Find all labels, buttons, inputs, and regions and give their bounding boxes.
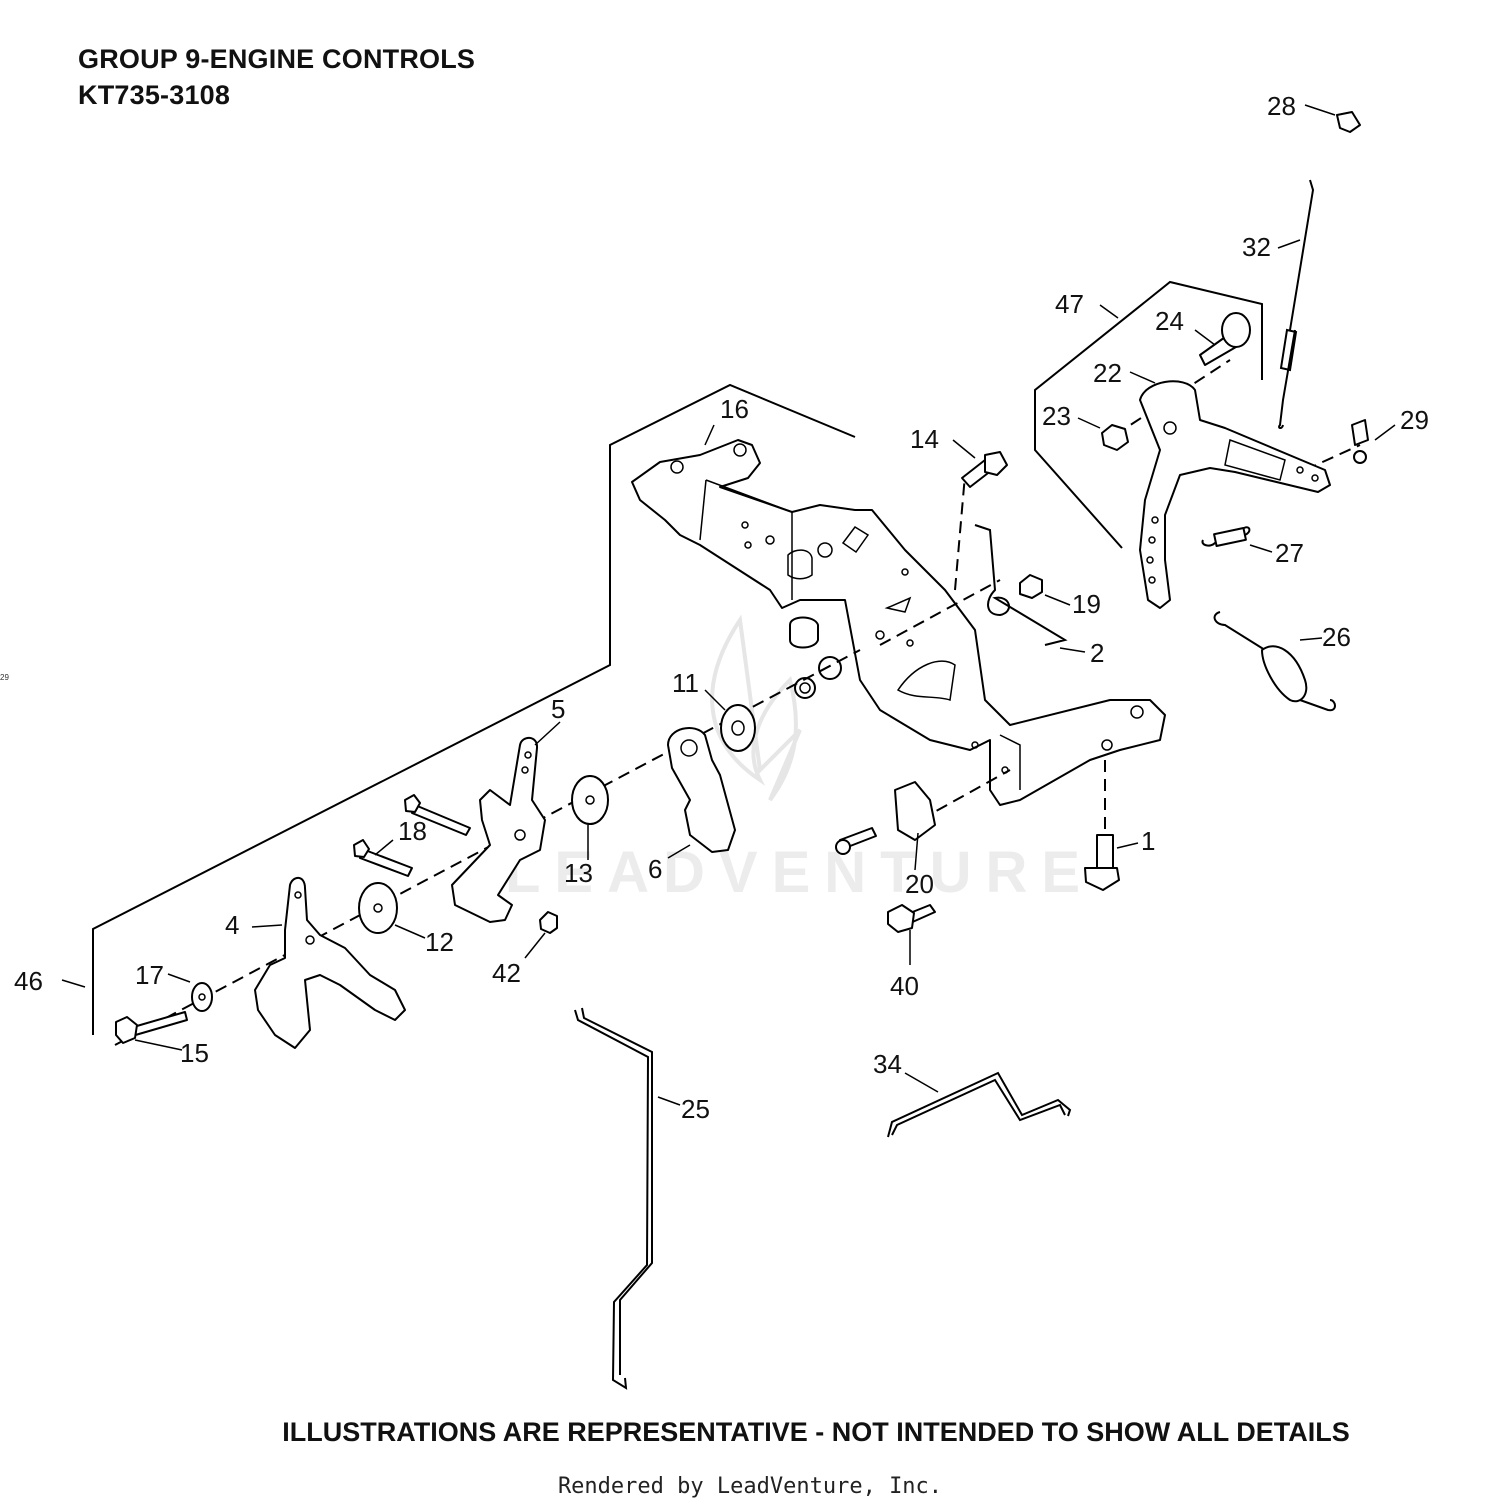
callout-14: 14 — [910, 424, 939, 454]
part-26-extension-spring — [1213, 611, 1336, 712]
part-29-cable-clip — [1351, 419, 1369, 464]
watermark-text: LEADVENTURE — [505, 840, 1094, 905]
part-28-clip — [1336, 111, 1361, 133]
page-marker: 29 — [0, 673, 9, 682]
group-title: GROUP 9-ENGINE CONTROLS — [78, 44, 476, 74]
part-11-washer — [720, 704, 756, 752]
callout-2: 2 — [1090, 638, 1104, 668]
bracket-group-46 — [92, 383, 856, 1035]
callout-46: 46 — [14, 966, 43, 996]
part-34-choke-rod — [887, 1071, 1072, 1138]
callout-11: 11 — [672, 668, 699, 698]
part-42-nut — [539, 911, 558, 934]
callout-6: 6 — [648, 854, 662, 884]
callout-15: 15 — [180, 1038, 209, 1068]
part-18-bolts — [353, 794, 471, 877]
part-22-throttle-control-lever — [1139, 380, 1331, 609]
callout-42: 42 — [492, 958, 521, 988]
callout-1: 1 — [1141, 826, 1155, 856]
flange-nut — [794, 677, 816, 699]
part-4-control-lever — [254, 876, 406, 1049]
spring-coil — [1279, 328, 1298, 372]
callout-19: 19 — [1072, 589, 1101, 619]
callout-4: 4 — [225, 910, 239, 940]
part-40-bolt — [887, 904, 936, 933]
part-5-choke-lever — [451, 736, 546, 923]
part-12-washer — [358, 882, 398, 934]
callout-27: 27 — [1275, 538, 1304, 568]
callout-40: 40 — [890, 971, 919, 1001]
callout-24: 23 — [1042, 401, 1071, 431]
callout-32: 32 — [1242, 232, 1271, 262]
rendered-by-credit: Rendered by LeadVenture, Inc. — [557, 1474, 943, 1499]
callout-22: 22 — [1093, 358, 1122, 388]
callout-17: 17 — [135, 960, 164, 990]
part-19-nut — [1019, 574, 1043, 599]
disclaimer-text: ILLUSTRATIONS ARE REPRESENTATIVE - NOT I… — [282, 1417, 1350, 1447]
part-13-washer — [571, 775, 609, 825]
part-14-bolt — [961, 451, 1008, 488]
callout-25: 25 — [681, 1094, 710, 1124]
callout-12: 12 — [425, 927, 454, 957]
callout-5: 5 — [551, 694, 565, 724]
callout-13: 13 — [564, 858, 593, 888]
part-23-knob — [1199, 312, 1251, 366]
watermark-logo: LEADVENTURE — [505, 614, 1094, 905]
callout-29: 29 — [1400, 405, 1429, 435]
callout-28: 28 — [1267, 91, 1296, 121]
main-mounting-plate — [631, 439, 1166, 806]
part-32-governor-link — [1278, 179, 1315, 429]
part-2-torsion-spring — [974, 524, 1068, 646]
callout-23: 24 — [1155, 306, 1184, 336]
part-20-cable-clamp — [835, 781, 936, 855]
callout-16: 16 — [720, 394, 749, 424]
callout-26: 26 — [1322, 622, 1351, 652]
part-17-washer — [191, 982, 213, 1012]
callout-34: 34 — [873, 1049, 902, 1079]
model-number: KT735-3108 — [78, 80, 231, 110]
part-24-nut — [1101, 424, 1129, 451]
leader-lines — [61, 104, 1396, 1106]
bracket-group-47 — [1034, 280, 1263, 549]
callout-labels: 16 14 19 2 47 24 22 23 32 28 29 27 26 11… — [14, 91, 1429, 1124]
part-15-bolt — [115, 1011, 188, 1044]
part-1-shoulder-bolt — [1084, 834, 1120, 891]
callout-47: 47 — [1055, 289, 1084, 319]
part-25-throttle-rod — [574, 1009, 650, 1390]
callout-18: 18 — [398, 816, 427, 846]
callout-20: 20 — [905, 869, 934, 899]
bushing — [818, 656, 842, 680]
part-6-throttle-lever — [667, 726, 736, 853]
